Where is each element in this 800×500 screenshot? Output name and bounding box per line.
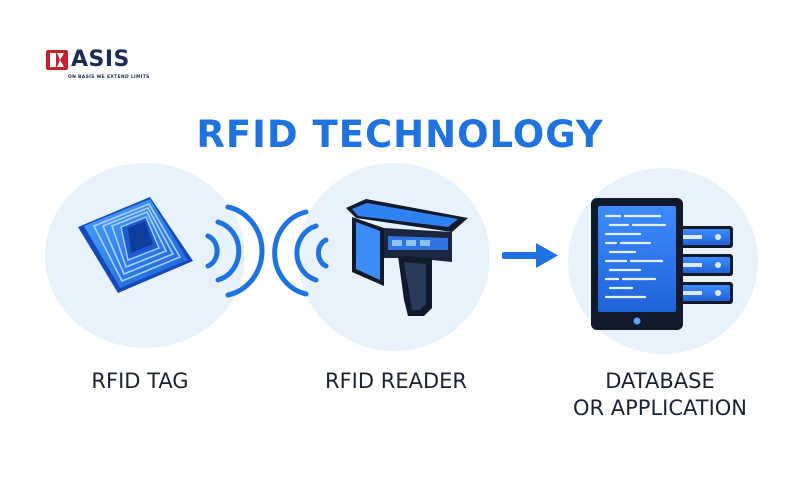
flow-arrow-icon — [502, 243, 558, 268]
label-rfid-reader: RFID READER — [325, 369, 467, 393]
rfid-reader-icon — [346, 199, 468, 316]
label-rfid-tag: RFID TAG — [91, 369, 189, 393]
brand-logo: ASIS ON BASIS WE EXTEND LIMITS — [46, 46, 166, 86]
database-tablet-icon — [591, 198, 683, 330]
reader-signal-waves-icon — [272, 209, 329, 297]
brand-tagline: ON BASIS WE EXTEND LIMITS — [68, 75, 150, 80]
rfid-tag-icon — [78, 197, 193, 293]
label-database-line2: OR APPLICATION — [572, 396, 748, 420]
tag-signal-waves-icon — [205, 204, 265, 298]
label-database: DATABASE OR APPLICATION — [560, 368, 760, 422]
page-title: RFID TECHNOLOGY — [196, 113, 604, 156]
brand-name: ASIS — [71, 47, 130, 72]
brand-mark-icon — [46, 50, 68, 70]
label-database-line1: DATABASE — [605, 369, 715, 393]
